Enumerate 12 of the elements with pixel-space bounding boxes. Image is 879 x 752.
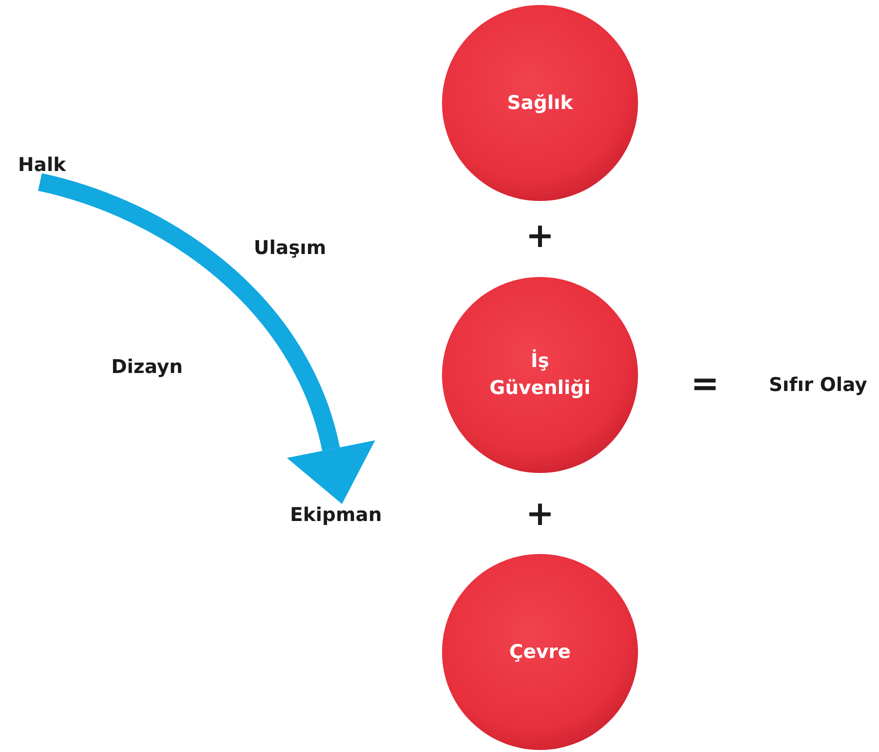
text-label: Halk <box>18 154 66 176</box>
plus-sign: + <box>526 494 554 534</box>
curved-arrow <box>38 173 375 504</box>
node-label: Sağlık <box>507 90 573 116</box>
text-label: Ulaşım <box>254 237 326 259</box>
plus-sign: + <box>526 216 554 256</box>
node-label: İş Güvenliği <box>488 348 592 401</box>
text-label: Sıfır Olay <box>768 374 868 396</box>
text-label: Dizayn <box>111 356 183 378</box>
equals-sign: = <box>690 364 720 404</box>
text-label: Ekipman <box>290 504 382 526</box>
node-label: Çevre <box>509 640 571 665</box>
